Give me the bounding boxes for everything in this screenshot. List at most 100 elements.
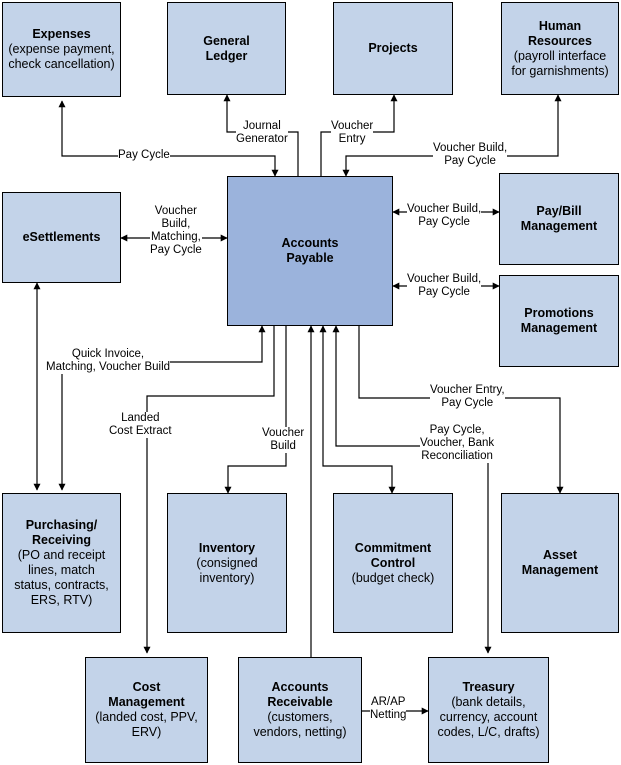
box-title: Management (520, 321, 598, 335)
box-subtitle: inventory) (199, 570, 255, 585)
box-title: Human (538, 18, 582, 33)
box-subtitle: (customers, (267, 710, 333, 724)
box-subtitle: (expense payment, (8, 42, 115, 56)
label-landed-cost: Landed Cost Extract (109, 412, 172, 438)
label-line: Pay Cycle (118, 149, 170, 161)
label-promotions-link: Voucher Build, Pay Cycle (407, 273, 482, 299)
label-line: Voucher (154, 205, 197, 217)
label-line: Voucher, Bank (420, 437, 495, 449)
label-line: Voucher (331, 120, 374, 132)
label-line: Pay Cycle (418, 216, 470, 228)
box-title: Expenses (32, 27, 91, 41)
box-title: Management (521, 563, 599, 577)
box-title: Purchasing/ (25, 518, 98, 532)
box-title: eSettlements (22, 230, 101, 244)
label-line: Entry (338, 133, 366, 145)
label-hr-voucher-build: Voucher Build, Pay Cycle (433, 142, 508, 168)
connector-treasury (332, 325, 492, 654)
label-asset-link: Voucher Entry, Pay Cycle (430, 384, 505, 410)
connector-landed-cost (143, 326, 275, 654)
label-line: Quick Invoice, (71, 348, 145, 360)
box-subtitle: (consigned (196, 555, 258, 570)
box-title: Commitment (354, 540, 432, 555)
label-esettlements-link: Voucher Build, Matching, Pay Cycle (150, 205, 202, 257)
human-resources-box: Human Resources (payroll interface for g… (501, 2, 619, 95)
accounts-payable-box: Accounts Payable (227, 176, 393, 326)
inventory-box: Inventory (consigned inventory) (167, 493, 287, 633)
box-subtitle: for garnishments) (511, 63, 609, 78)
label-line: Matching, Voucher Build (46, 361, 171, 373)
box-title: Accounts (271, 680, 329, 694)
box-subtitle: (bank details, (451, 695, 526, 709)
box-subtitle: currency, account (439, 710, 538, 724)
label-treasury-link: Pay Cycle, Voucher, Bank Reconciliation (420, 424, 495, 463)
box-title: Receiving (31, 533, 92, 547)
box-title: Control (370, 555, 416, 570)
box-title: Management (108, 695, 185, 709)
box-title: Asset (542, 548, 578, 562)
box-title: Projects (368, 41, 418, 55)
accounts-receivable-box: Accounts Receivable (customers, vendors,… (238, 657, 362, 763)
label-line: Journal (243, 120, 281, 132)
label-line: Reconciliation (421, 450, 493, 462)
box-title: Payable (286, 251, 334, 265)
asset-management-box: Asset Management (501, 493, 619, 633)
label-line: Voucher (262, 427, 305, 439)
box-title: General (203, 33, 250, 48)
label-line: Generator (236, 133, 288, 145)
label-paybill-link: Voucher Build, Pay Cycle (407, 203, 482, 229)
box-subtitle: (PO and receipt (17, 548, 106, 562)
label-line: Pay Cycle (418, 286, 470, 298)
label-line: Build, (161, 218, 191, 230)
label-line: Matching, (150, 231, 201, 243)
box-subtitle: (budget check) (351, 570, 435, 585)
label-line: Build (270, 440, 296, 452)
projects-box: Projects (333, 2, 453, 95)
label-line: Pay Cycle (441, 397, 494, 409)
box-title: Cost (132, 680, 161, 694)
expenses-box: Expenses (expense payment, check cancell… (2, 2, 121, 97)
box-subtitle: ERV) (131, 725, 162, 739)
box-title: Treasury (462, 680, 515, 694)
label-voucher-build: Voucher Build (262, 427, 305, 453)
label-line: AR/AP (370, 696, 406, 708)
box-subtitle: codes, L/C, drafts) (437, 725, 540, 739)
box-title: Receivable (267, 695, 333, 709)
box-subtitle: status, contracts, (14, 578, 109, 592)
box-subtitle: (landed cost, PPV, (95, 710, 198, 724)
connector-commitment (319, 325, 396, 494)
esettlements-box: eSettlements (2, 192, 121, 283)
commitment-control-box: Commitment Control (budget check) (333, 493, 453, 633)
label-line: Voucher Build, (407, 203, 482, 215)
box-subtitle: (payroll interface (513, 48, 607, 63)
box-subtitle: lines, match (28, 563, 95, 577)
pay-bill-box: Pay/Bill Management (499, 173, 619, 265)
label-voucher-entry: Voucher Entry (331, 120, 374, 146)
box-subtitle: vendors, netting) (253, 725, 347, 739)
general-ledger-box: General Ledger (167, 2, 286, 95)
box-subtitle: ERS, RTV) (30, 593, 93, 607)
box-title: Inventory (198, 540, 256, 555)
box-title: Pay/Bill (536, 204, 582, 218)
treasury-box: Treasury (bank details, currency, accoun… (428, 657, 549, 763)
cost-management-box: Cost Management (landed cost, PPV, ERV) (85, 657, 208, 763)
label-journal-generator: Journal Generator (236, 120, 288, 146)
label-pay-cycle: Pay Cycle (118, 149, 170, 162)
box-title: Accounts (281, 236, 339, 250)
box-title: Management (520, 219, 598, 233)
label-quick-invoice: Quick Invoice, Matching, Voucher Build (46, 348, 171, 374)
promotions-box: Promotions Management (499, 275, 619, 367)
label-ar-ap-netting: AR/AP Netting (370, 696, 407, 722)
label-line: Netting (370, 709, 407, 721)
label-line: Pay Cycle, (429, 424, 485, 436)
label-line: Voucher Build, (433, 142, 508, 154)
label-line: Cost Extract (109, 425, 172, 437)
purchasing-box: Purchasing/ Receiving (PO and receipt li… (2, 493, 121, 633)
label-line: Voucher Build, (407, 273, 482, 285)
label-line: Voucher Entry, (430, 384, 505, 396)
connector-inventory (224, 326, 287, 494)
box-title: Promotions (524, 306, 594, 320)
label-line: Pay Cycle (444, 155, 496, 167)
label-line: Landed (121, 412, 160, 424)
